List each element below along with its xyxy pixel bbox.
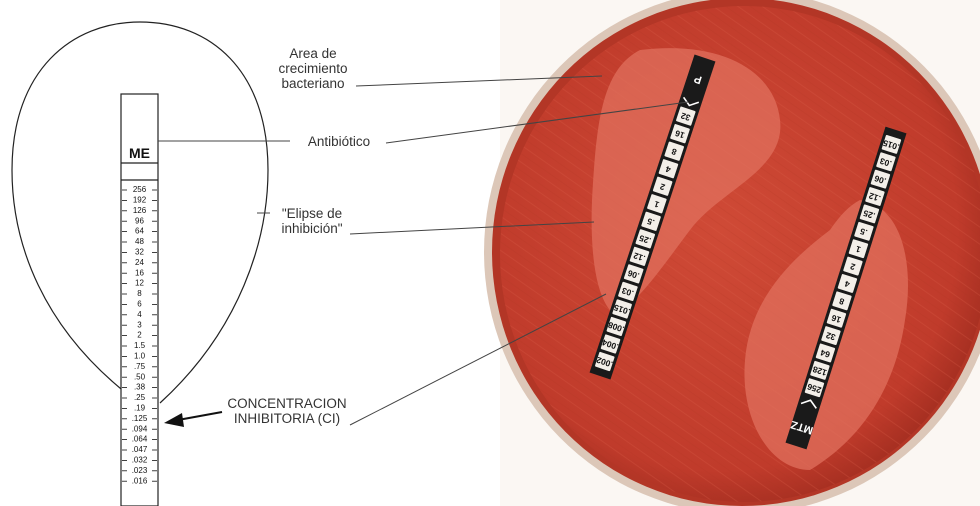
scale-value: .50 <box>134 372 146 381</box>
label-growth-line2: crecimiento <box>268 61 358 76</box>
label-ic-line1: CONCENTRACION <box>222 396 352 411</box>
scale-value: 256 <box>133 185 147 194</box>
scale-value: 16 <box>135 268 144 277</box>
scale-value: 2 <box>137 331 142 340</box>
ic-arrow <box>164 412 222 427</box>
label-antibiotic: Antibiótico <box>294 134 384 149</box>
petri-dish-photo: P32168421.5.25.12.06.03.015.008.004.002 … <box>484 0 980 506</box>
scale-value: .38 <box>134 383 146 392</box>
scale-value: 8 <box>137 289 142 298</box>
label-growth-area: Area de crecimiento bacteriano <box>268 46 358 91</box>
label-inhibitory-concentration: CONCENTRACION INHIBITORIA (CI) <box>222 396 352 426</box>
label-antibiotic-text: Antibiótico <box>294 134 384 149</box>
scale-value: .19 <box>134 404 146 413</box>
scale-value: .023 <box>132 466 148 475</box>
strip-code-me: ME <box>129 145 150 161</box>
scale-value: 1.5 <box>134 341 146 350</box>
scale-value: .125 <box>132 414 148 423</box>
scale-value: 96 <box>135 216 144 225</box>
scale-value: 126 <box>133 206 147 215</box>
scale-value: 24 <box>135 258 144 267</box>
scale-value: .047 <box>132 445 148 454</box>
label-ellipse-line2: inhibición" <box>268 221 356 236</box>
label-growth-line1: Area de <box>268 46 358 61</box>
scale-value: .016 <box>132 476 148 485</box>
scale-value: 32 <box>135 248 144 257</box>
label-ic-line2: INHIBITORIA (CI) <box>222 411 352 426</box>
scale-value: 192 <box>133 196 147 205</box>
label-ellipse-line1: "Elipse de <box>268 206 356 221</box>
scale-value: .094 <box>132 424 148 433</box>
scale-value: 48 <box>135 237 144 246</box>
scale-value: 4 <box>137 310 142 319</box>
scale-value: 64 <box>135 227 144 236</box>
scale-value: .75 <box>134 362 146 371</box>
label-ellipse: "Elipse de inhibición" <box>268 206 356 236</box>
scale-value: .032 <box>132 456 148 465</box>
scale-value: 12 <box>135 279 144 288</box>
etest-schematic: ME 25619212696644832241612864321.51.0.75… <box>12 22 268 506</box>
label-growth-line3: bacteriano <box>268 76 358 91</box>
scale-value: .064 <box>132 435 148 444</box>
scale-value: .25 <box>134 393 146 402</box>
scale-value: 1.0 <box>134 352 146 361</box>
scale-value: 6 <box>137 300 142 309</box>
scale-value: 3 <box>137 320 142 329</box>
